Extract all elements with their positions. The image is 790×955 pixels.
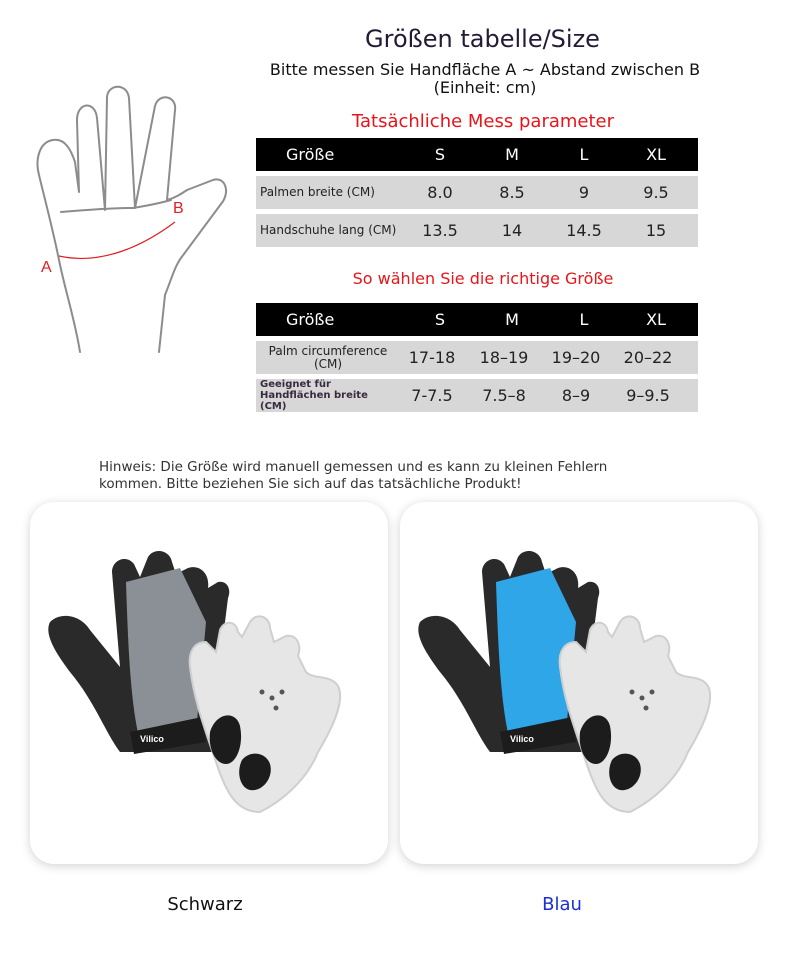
table-cell: 18–19 (479, 348, 529, 367)
brand-label: Vilico (140, 734, 164, 744)
table-row: Handschuhe lang (CM) 13.5 14 14.5 15 (256, 214, 698, 247)
table-header: Größe S M L XL (256, 138, 698, 171)
table-cell: 7-7.5 (411, 386, 453, 405)
subtitle-line1: Bitte messen Sie Handfläche A ~ Abstand … (269, 60, 701, 79)
table-cell: 20–22 (623, 348, 673, 367)
row-label: Handschuhe lang (CM) (260, 223, 397, 237)
header-cell: L (579, 145, 589, 164)
note: Hinweis: Die Größe wird manuell gemessen… (99, 459, 689, 493)
label-b: B (173, 200, 184, 217)
header-cell: XL (646, 145, 666, 164)
table-cell: 19–20 (551, 348, 601, 367)
product-card-blue[interactable]: Vilico (400, 502, 758, 864)
subtitle-line2: (Einheit: cm) (433, 78, 537, 97)
table-row: Palm circumference (CM) 17-18 18–19 19–2… (256, 341, 698, 374)
table-cell: 9.5 (643, 183, 669, 202)
header-cell: L (579, 310, 589, 329)
glove-image-black: Vilico (48, 550, 342, 814)
table-cell: 15 (645, 221, 667, 240)
header-cell: S (434, 145, 446, 164)
table-cell: 9–9.5 (626, 386, 670, 405)
table-cell: 7.5–8 (482, 386, 526, 405)
table-cell: 17-18 (408, 348, 456, 367)
measure-line (58, 221, 176, 259)
table-cell: 8.0 (427, 183, 453, 202)
hand-outline (36, 85, 228, 353)
table-header: Größe S M L XL (256, 303, 698, 336)
header-cell: XL (646, 310, 666, 329)
label-a: A (41, 259, 52, 276)
note-line1: Hinweis: Die Größe wird manuell gemessen… (99, 459, 608, 475)
table-cell: 14 (501, 221, 523, 240)
header-cell: S (434, 310, 446, 329)
hand-diagram: A B (36, 85, 228, 353)
page-title: Größen tabelle/Size (365, 25, 600, 53)
note-line2: kommen. Bitte beziehen Sie sich auf das … (99, 476, 522, 492)
table-cell: 8.5 (499, 183, 525, 202)
table1-heading: Tatsächliche Mess parameter (351, 111, 615, 132)
glove-image-blue: Vilico (418, 550, 712, 814)
row-label: Palm circumference (CM) (268, 343, 388, 371)
table-row: Palmen breite (CM) 8.0 8.5 9 9.5 (256, 176, 698, 209)
table-cell: 8–9 (561, 386, 591, 405)
size-table-1: Größe S M L XL Palmen breite (CM) 8.0 8.… (256, 138, 698, 247)
brand-label: Vilico (510, 734, 534, 744)
header-cell: M (505, 145, 519, 164)
table2-heading: So wählen Sie die richtige Größe (352, 269, 614, 288)
color-option-schwarz[interactable]: Schwarz (167, 894, 243, 915)
header-cell: M (505, 310, 519, 329)
color-option-blau[interactable]: Blau (542, 894, 582, 915)
row-label: Palmen breite (CM) (260, 185, 375, 199)
table-row: Geeignet für Handflächen breite (CM) 7-7… (256, 379, 698, 412)
table-cell: 9 (578, 183, 590, 202)
header-cell: Größe (286, 145, 335, 164)
table-cell: 13.5 (422, 221, 458, 240)
page-title-wrap: Größen tabelle/Size (0, 25, 790, 53)
row-label: Geeignet für Handflächen breite (CM) (260, 379, 368, 412)
table-cell: 14.5 (566, 221, 602, 240)
product-card-black[interactable]: Vilico (30, 502, 388, 864)
header-cell: Größe (286, 310, 335, 329)
subtitle: Bitte messen Sie Handfläche A ~ Abstand … (250, 61, 720, 97)
size-table-2: Größe S M L XL Palm circumference (CM) 1… (256, 303, 698, 412)
